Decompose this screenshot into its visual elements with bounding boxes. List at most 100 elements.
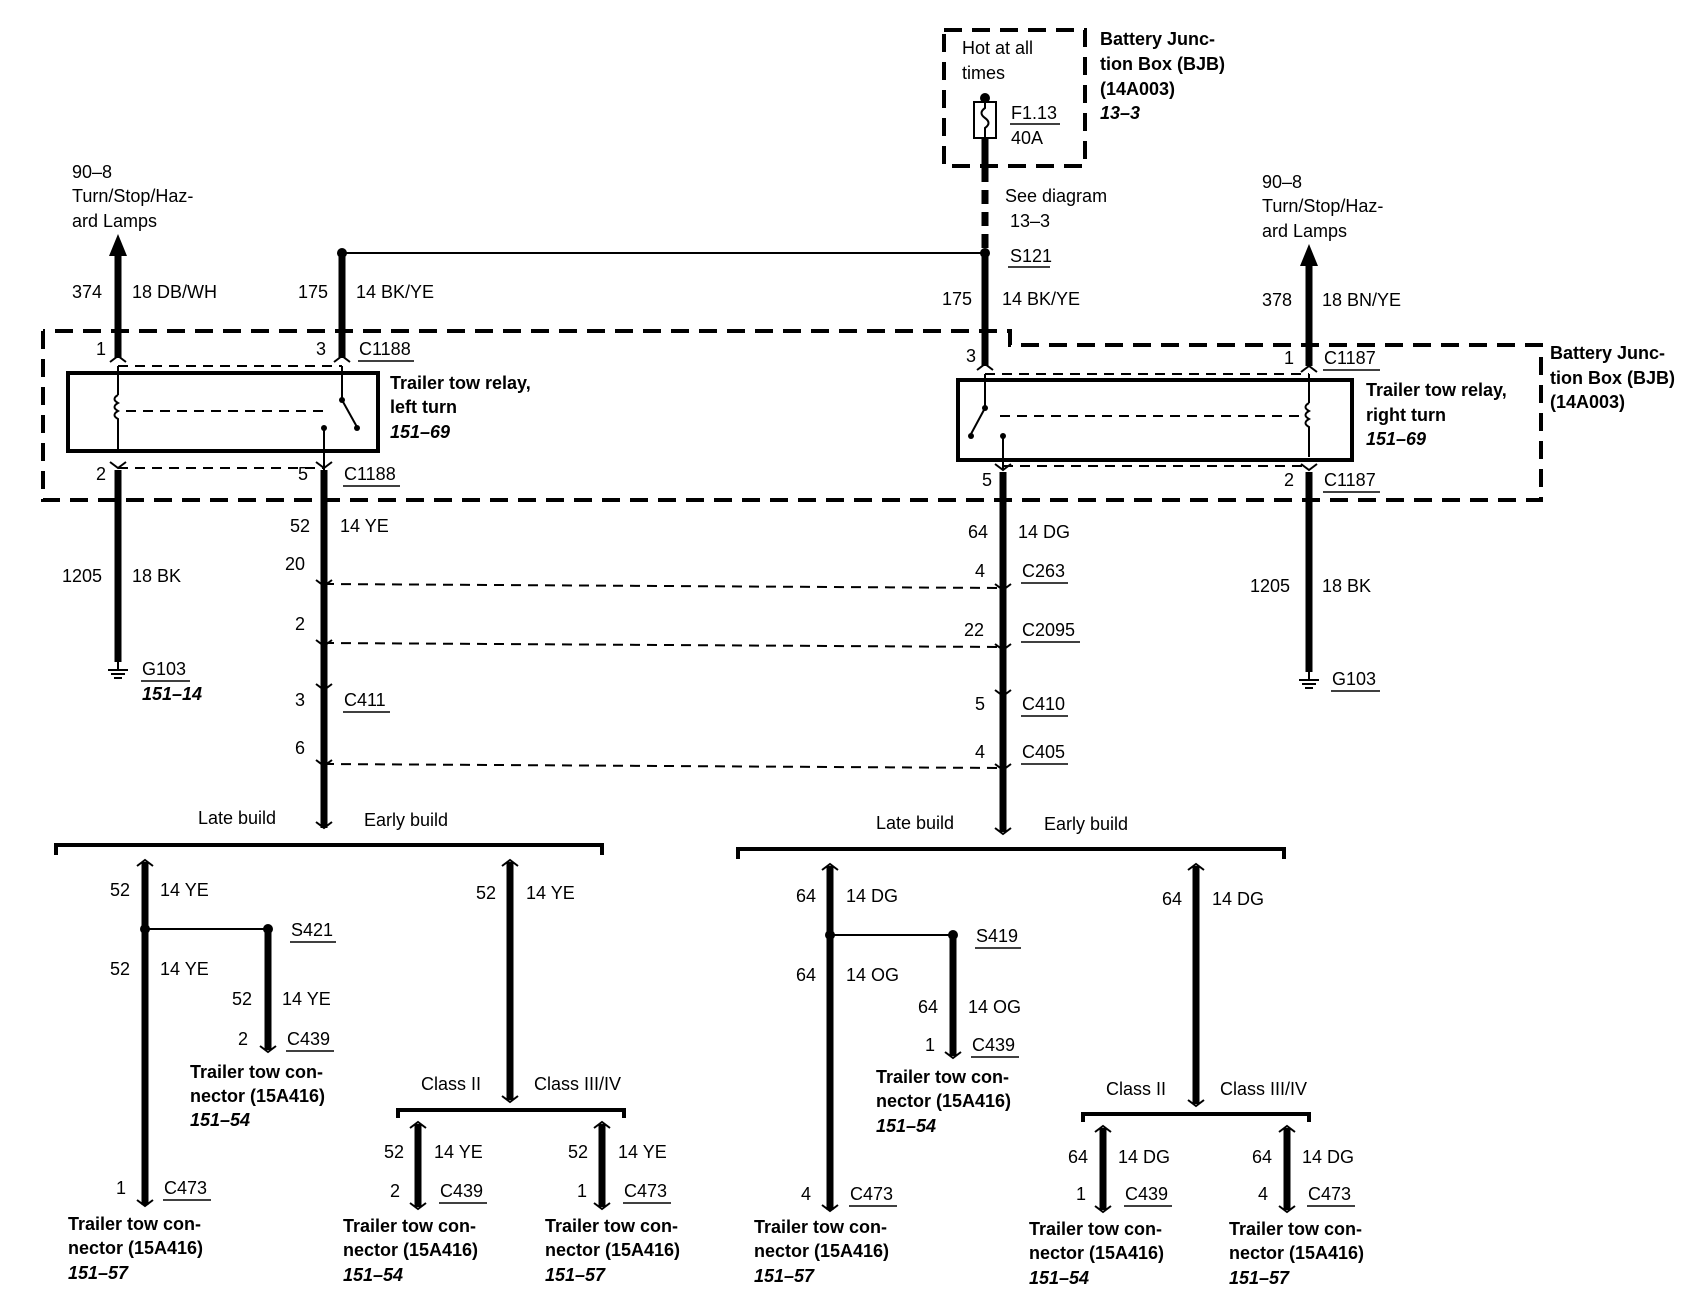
right-conn-c2095: C2095 — [1022, 620, 1075, 640]
wire-378-num: 378 — [1262, 290, 1292, 310]
lw2-num: 52 — [110, 959, 130, 979]
left-early-build: Early build — [364, 810, 448, 830]
ground-left: G103 — [142, 659, 186, 679]
left-conn-a-1: Trailer tow con- — [190, 1062, 323, 1082]
right-c439-pin: 1 — [925, 1035, 935, 1055]
wire-52-color: 14 YE — [340, 516, 389, 536]
see-diagram-2: 13–3 — [1010, 211, 1050, 231]
rw2-num: 64 — [796, 965, 816, 985]
left-relay-ref: 151–69 — [390, 422, 450, 442]
wire-175-right-num: 175 — [942, 289, 972, 309]
e2-ref-left: 151–57 — [545, 1265, 606, 1285]
bjb-side-3: (14A003) — [1550, 392, 1625, 412]
e1-pin-right: 1 — [1076, 1184, 1086, 1204]
relay-switch-icon — [970, 407, 986, 435]
lamps-left-1: 90–8 — [72, 162, 112, 182]
right-early-build: Early build — [1044, 814, 1128, 834]
right-conn-c405: C405 — [1022, 742, 1065, 762]
right-turn-relay: 3 1 C1187 5 2 C1187 Trailer tow relay, r… — [956, 346, 1507, 493]
left-c439: C439 — [287, 1029, 330, 1049]
left-pin-3: 3 — [316, 339, 326, 359]
right-pin-1: 1 — [1284, 348, 1294, 368]
coil-icon — [1304, 402, 1312, 457]
right-c473-pin: 4 — [801, 1184, 811, 1204]
splice-s421: S421 — [291, 920, 333, 940]
wire-1205-right-num: 1205 — [1250, 576, 1290, 596]
arrow-up-icon — [109, 234, 127, 256]
e2-conn-left: C473 — [624, 1181, 667, 1201]
right-pin-22: 22 — [964, 620, 984, 640]
early-num-right: 64 — [1162, 889, 1182, 909]
right-relay-title-2: right turn — [1366, 405, 1446, 425]
left-conn-b-1: Trailer tow con- — [68, 1214, 201, 1234]
right-branch-tree: Late build Early build 64 14 DG S419 64 … — [736, 813, 1364, 1288]
wire-64-color: 14 DG — [1018, 522, 1070, 542]
e1-ref-right: 151–54 — [1029, 1268, 1089, 1288]
right-pin-5b: 5 — [975, 694, 985, 714]
right-conn-bot: C1187 — [1324, 470, 1376, 490]
bjb-title-3: (14A003) — [1100, 79, 1175, 99]
relay-switch-icon — [341, 399, 358, 428]
e1-ref-left: 151–54 — [343, 1265, 403, 1285]
e1-name-right-2: nector (15A416) — [1029, 1243, 1164, 1263]
e1-pin-left: 2 — [390, 1181, 400, 1201]
lamps-right-2: Turn/Stop/Haz- — [1262, 196, 1383, 216]
early-num-left: 52 — [476, 883, 496, 903]
e1-name-left-1: Trailer tow con- — [343, 1216, 476, 1236]
left-class2: Class II — [421, 1074, 481, 1094]
left-turn-relay: 1 3 C1188 2 5 C1188 Trailer tow relay, l… — [66, 339, 531, 487]
left-c473-pin: 1 — [116, 1178, 126, 1198]
bjb-ref: 13–3 — [1100, 103, 1140, 123]
wire-1205-left-num: 1205 — [62, 566, 102, 586]
right-conn-b-ref: 151–57 — [754, 1266, 815, 1286]
left-conn-a-2: nector (15A416) — [190, 1086, 325, 1106]
wire-1205-right-color: 18 BK — [1322, 576, 1371, 596]
right-late-build: Late build — [876, 813, 954, 833]
early-color-right: 14 DG — [1212, 889, 1264, 909]
left-conn-a-ref: 151–54 — [190, 1110, 250, 1130]
e1-num-right: 64 — [1068, 1147, 1088, 1167]
e1-color-right: 14 DG — [1118, 1147, 1170, 1167]
coil-icon — [113, 394, 121, 449]
ground-icon — [108, 662, 128, 679]
bjb-side-1: Battery Junc- — [1550, 343, 1665, 363]
bjb-title-1: Battery Junc- — [1100, 29, 1215, 49]
e2-ref-right: 151–57 — [1229, 1268, 1290, 1288]
bjb-title-2: tion Box (BJB) — [1100, 54, 1225, 74]
early-color-left: 14 YE — [526, 883, 575, 903]
right-conn-c410: C410 — [1022, 694, 1065, 714]
left-pin-2: 2 — [96, 464, 106, 484]
arrow-up-icon — [1300, 244, 1318, 266]
wire-64-num: 64 — [968, 522, 988, 542]
lamps-right-3: ard Lamps — [1262, 221, 1347, 241]
lw1-num: 52 — [110, 880, 130, 900]
left-relay-title-2: left turn — [390, 397, 457, 417]
right-pin-4b: 4 — [975, 742, 985, 762]
e2-name-left-1: Trailer tow con- — [545, 1216, 678, 1236]
left-pin-20: 20 — [285, 554, 305, 574]
e1-num-left: 52 — [384, 1142, 404, 1162]
lw2-color: 14 YE — [160, 959, 209, 979]
lamps-left-3: ard Lamps — [72, 211, 157, 231]
lamps-right-1: 90–8 — [1262, 172, 1302, 192]
left-pin-2b: 2 — [295, 614, 305, 634]
rw3-num: 64 — [918, 997, 938, 1017]
right-relay-box — [956, 378, 1354, 462]
rw1-num: 64 — [796, 886, 816, 906]
right-pin-2: 2 — [1284, 470, 1294, 490]
wire-175-right-color: 14 BK/YE — [1002, 289, 1080, 309]
lw3-num: 52 — [232, 989, 252, 1009]
left-pin-6: 6 — [295, 738, 305, 758]
e2-name-left-2: nector (15A416) — [545, 1240, 680, 1260]
e2-num-right: 64 — [1252, 1147, 1272, 1167]
left-conn-b-2: nector (15A416) — [68, 1238, 203, 1258]
right-pin-4a: 4 — [975, 561, 985, 581]
e1-conn-right: C439 — [1125, 1184, 1168, 1204]
bjb-relay-enclosure — [41, 329, 1543, 502]
lamps-left-2: Turn/Stop/Haz- — [72, 186, 193, 206]
wire-374-color: 18 DB/WH — [132, 282, 217, 302]
hot-label-1: Hot at all — [962, 38, 1033, 58]
ground-right: G103 — [1332, 669, 1376, 689]
left-conn-bot: C1188 — [344, 464, 396, 484]
